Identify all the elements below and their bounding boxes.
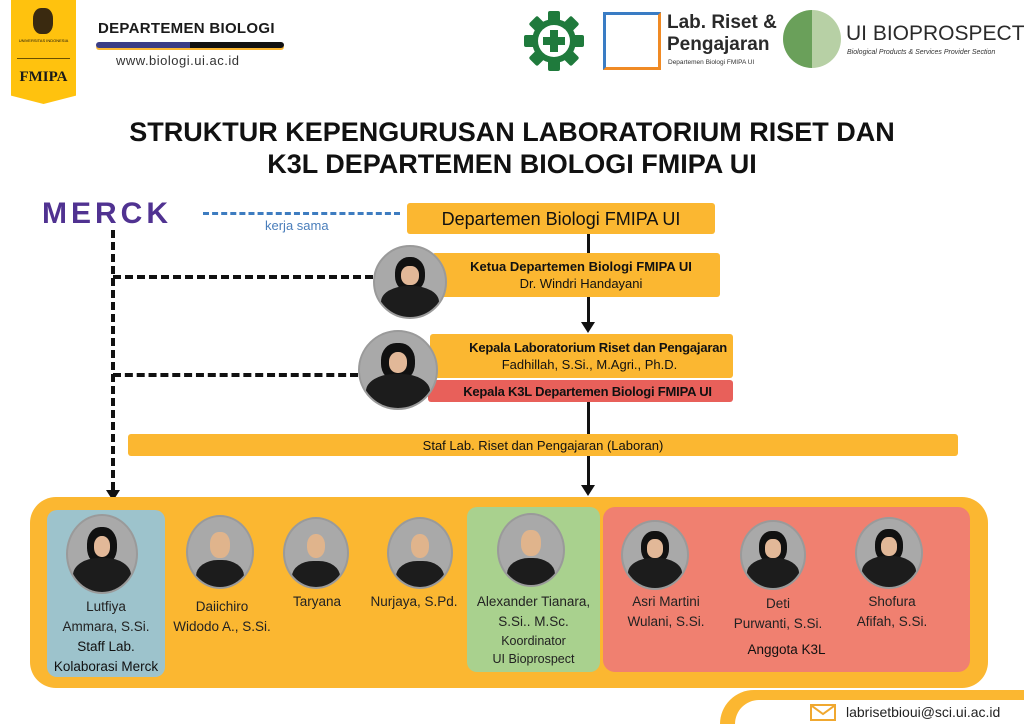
- bioprospect-dna-icon: [783, 10, 841, 68]
- staff-bar: Staf Lab. Riset dan Pengajaran (Laboran): [128, 434, 958, 456]
- lab-head-box: Kepala Laboratorium Riset dan Pengajaran…: [430, 334, 733, 378]
- bioprospect-title: UI BIOPROSPECT: [846, 22, 1024, 45]
- ui-emblem-icon: [33, 8, 53, 34]
- staff-name: Daiichiro: [195, 599, 249, 614]
- connector-line: [587, 234, 590, 254]
- staff-member: Lutfiya Ammara, S.Si. Staff Lab. Kolabor…: [47, 597, 165, 677]
- dashed-connector: [111, 230, 115, 490]
- staff-name: Nurjaya, S.Pd.: [370, 594, 458, 609]
- title-line2: K3L DEPARTEMEN BIOLOGI FMIPA UI: [267, 149, 757, 179]
- lab-head-name: Fadhillah, S.Si., M.Agri., Ph.D.: [501, 357, 678, 372]
- staff-member: Alexander Tianara, S.Si.. M.Sc. Koordina…: [467, 592, 600, 668]
- staff-member: Deti Purwanti, S.Si.: [724, 594, 832, 634]
- staff-name: Deti: [765, 596, 790, 611]
- fmipa-logo: UNIVERSITAS INDONESIA FMIPA: [11, 0, 76, 104]
- department-label: Departemen Biologi FMIPA UI: [441, 208, 681, 229]
- staff-name: S.Si.. M.Sc.: [498, 614, 569, 629]
- cooperation-line: [203, 212, 400, 215]
- connector-line: [587, 297, 590, 323]
- staff-role: Kolaborasi Merck: [53, 659, 159, 674]
- k3l-group-label: Anggota K3L: [747, 642, 826, 657]
- lab-head-photo: [358, 330, 438, 410]
- staff-member: Asri Martini Wulani, S.Si.: [612, 592, 720, 632]
- lab-logo-line2: Pengajaran: [667, 34, 770, 55]
- k3l-head-box: Kepala K3L Departemen Biologi FMIPA UI: [428, 380, 733, 402]
- lab-logo-sub: Departemen Biologi FMIPA UI: [668, 59, 755, 66]
- staff-photo: [186, 515, 254, 589]
- title-line1: STRUKTUR KEPENGURUSAN LABORATORIUM RISET…: [129, 117, 895, 147]
- page-title: STRUKTUR KEPENGURUSAN LABORATORIUM RISET…: [0, 116, 1024, 180]
- k3-gear-cross-icon: [523, 10, 585, 72]
- staff-name: Lutfiya: [86, 599, 126, 614]
- dept-url: www.biologi.ui.ac.id: [116, 53, 240, 68]
- bioprospect-sub: Biological Products & Services Provider …: [847, 49, 996, 56]
- staff-member: Nurjaya, S.Pd.: [362, 592, 466, 612]
- dashed-connector: [113, 373, 358, 377]
- staff-photo: [740, 520, 806, 590]
- arrow-down-icon: [581, 322, 595, 333]
- staff-photo: [497, 513, 565, 587]
- arrow-down-icon: [581, 485, 595, 496]
- mail-icon: [810, 704, 836, 721]
- department-box: Departemen Biologi FMIPA UI: [407, 203, 715, 234]
- staff-role: UI Bioprospect: [492, 652, 575, 666]
- staff-member: Taryana: [278, 592, 356, 612]
- arrow-down-icon: [106, 490, 120, 501]
- k3l-head-title: Kepala K3L Departemen Biologi FMIPA UI: [463, 383, 712, 399]
- fmipa-logo-text: FMIPA: [19, 69, 68, 85]
- staff-bar-label: Staf Lab. Riset dan Pengajaran (Laboran): [422, 437, 664, 453]
- footer-arc-inner: [735, 700, 1024, 724]
- staff-photo: [621, 520, 689, 590]
- staff-name: Shofura: [868, 594, 916, 609]
- staff-photo: [855, 517, 923, 589]
- head-name: Dr. Windri Handayani: [519, 276, 643, 291]
- staff-name: Widodo A., S.Si.: [173, 619, 271, 634]
- staff-member: Shofura Afifah, S.Si.: [840, 592, 944, 632]
- dashed-connector: [113, 275, 373, 279]
- lab-logo-line1: Lab. Riset &: [667, 12, 777, 33]
- cooperation-label: kerja sama: [265, 218, 329, 233]
- staff-name: Alexander Tianara,: [476, 594, 591, 609]
- lab-head-title: Kepala Laboratorium Riset dan Pengajaran: [469, 340, 727, 355]
- lab-logo-icon: [603, 12, 661, 70]
- head-title: Ketua Departemen Biologi FMIPA UI: [470, 259, 692, 274]
- dept-name: DEPARTEMEN BIOLOGI: [98, 20, 275, 37]
- staff-name: Wulani, S.Si.: [627, 614, 705, 629]
- staff-member: Daiichiro Widodo A., S.Si.: [168, 597, 276, 637]
- staff-photo: [283, 517, 349, 589]
- connector-line: [587, 402, 590, 434]
- staff-photo: [66, 514, 138, 594]
- fmipa-logo-small-text: UNIVERSITAS INDONESIA: [18, 38, 69, 43]
- staff-name: Ammara, S.Si.: [62, 619, 150, 634]
- staff-name: Purwanti, S.Si.: [733, 616, 823, 631]
- contact-email[interactable]: labrisetbioui@sci.ui.ac.id: [846, 704, 1001, 720]
- staff-name: Taryana: [292, 594, 342, 609]
- staff-name: Asri Martini: [632, 594, 700, 609]
- head-box: Ketua Departemen Biologi FMIPA UI Dr. Wi…: [432, 253, 720, 297]
- staff-role: Staff Lab.: [77, 639, 135, 654]
- staff-photo: [387, 517, 453, 589]
- head-photo: [373, 245, 447, 319]
- dept-underline: [96, 42, 284, 48]
- staff-role: Koordinator: [501, 634, 566, 648]
- connector-line: [587, 456, 590, 486]
- merck-logo: MERCK: [42, 197, 172, 230]
- staff-name: Afifah, S.Si.: [856, 614, 928, 629]
